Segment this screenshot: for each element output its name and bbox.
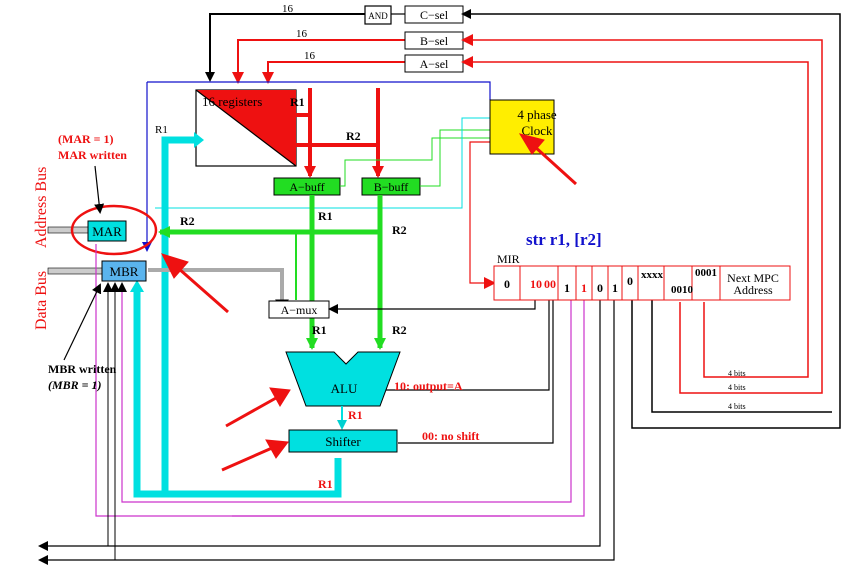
clock-box — [489, 99, 555, 155]
r2-alu-label: R2 — [392, 323, 407, 337]
mar-label: MAR — [92, 224, 122, 239]
writeback-bus — [133, 288, 342, 498]
r1-writeback-label: R1 — [318, 477, 333, 491]
r2-top-label: R2 — [346, 129, 361, 143]
blue-clock-wire — [147, 81, 491, 100]
mbr-written-line1: MBR written — [48, 362, 117, 376]
mir-label: MIR — [497, 252, 520, 266]
mir-field-1: 10 — [530, 277, 542, 291]
mir-field-5: 0 — [597, 281, 603, 295]
mir-mbr-ctl-wire — [117, 282, 572, 503]
mir-wr-wire — [38, 291, 615, 565]
b-width-label: 16 — [296, 28, 308, 40]
b-sel-wire — [232, 39, 405, 84]
alu-label: ALU — [331, 381, 358, 396]
mir-field-3: 1 — [564, 281, 570, 295]
mbr-writeback-arrowhead — [130, 280, 144, 292]
c-width-label: 16 — [282, 3, 294, 15]
bits-label-1: 4 bits — [728, 369, 746, 378]
mar-highlight — [70, 204, 158, 256]
next-mpc-line2: Address — [733, 283, 773, 297]
r1-top-label: R1 — [290, 95, 305, 109]
mir-rd-wire — [38, 291, 601, 551]
address-bus-line — [47, 226, 89, 234]
mir-to-nmpc-wire — [651, 291, 832, 413]
writeback-arrowhead — [194, 132, 204, 148]
mar-written-line2: MAR written — [58, 148, 127, 162]
a-sel-label: A−sel — [420, 57, 449, 71]
mir-field-2: 00 — [544, 277, 556, 291]
a-width-label: 16 — [304, 50, 316, 62]
mar-written-line1: (MAR = 1) — [58, 132, 114, 146]
clock-bbuff-wire — [420, 129, 490, 187]
mbr-amux-wire — [148, 268, 284, 300]
shifter — [288, 429, 398, 453]
mbr-written-line2: (MBR = 1) — [48, 378, 102, 392]
r2-mar-label: R2 — [180, 214, 195, 228]
mir-register — [493, 265, 791, 301]
clock-line1: 4 phase — [517, 107, 557, 122]
address-bus-label: Address Bus — [33, 167, 50, 248]
clock-mar-wire — [155, 117, 490, 209]
register-diagonal — [195, 89, 297, 167]
r1-regs-label: R1 — [155, 124, 168, 136]
data-bus-line — [47, 267, 103, 275]
mir-to-bsel-wire — [461, 34, 823, 394]
r2-mid-label: R2 — [392, 223, 407, 237]
a-mux-label: A−mux — [281, 303, 318, 317]
and-gate — [364, 5, 392, 25]
c-sel-wire — [205, 13, 365, 82]
r1-shift-label: R1 — [348, 408, 363, 422]
shifter-label: Shifter — [325, 434, 361, 449]
a-sel-wire — [262, 61, 405, 84]
mbr-label: MBR — [110, 264, 139, 279]
b-buff-label: B−buff — [374, 180, 409, 194]
mir-field-4: 1 — [581, 281, 587, 295]
mir-dividers — [519, 266, 721, 300]
mir-to-csel-wire — [461, 9, 841, 429]
clock-abuff-wire — [340, 137, 490, 187]
mir-field-8: xxxx — [641, 269, 664, 281]
pointer-arrows — [161, 133, 578, 472]
alu-ctl-wire — [386, 291, 550, 391]
r1-mid-label: R1 — [318, 209, 333, 223]
shift-ctl-label: 00: no shift — [422, 429, 479, 443]
bits-label-3: 4 bits — [728, 402, 746, 411]
a-buff-label: A−buff — [289, 180, 324, 194]
clock-mir-wire — [469, 141, 496, 289]
mir-to-asel-wire — [461, 56, 809, 378]
bits-label-2: 4 bits — [728, 383, 746, 392]
mbr-box — [101, 260, 147, 282]
mir-field-6: 1 — [612, 281, 618, 295]
data-bus-label: Data Bus — [33, 271, 50, 330]
r1-alu-label: R1 — [312, 323, 327, 337]
alu-ctl-label: 10: output=A — [394, 379, 463, 393]
b-sel-label: B−sel — [420, 34, 449, 48]
mir-field-0: 0 — [504, 277, 510, 291]
mar-written-arrow — [94, 165, 105, 214]
mbr-written-arrow — [63, 283, 102, 361]
and-gate-label: AND — [368, 11, 388, 21]
shift-ctl-wire — [398, 291, 554, 444]
clock-line2: Clock — [521, 123, 553, 138]
mir-field-9: 0010 — [671, 284, 694, 296]
mir-field-7: 0 — [627, 274, 633, 288]
instruction-title: str r1, [r2] — [526, 230, 602, 249]
mir-field-10: 0001 — [695, 267, 717, 279]
next-mpc-line1: Next MPC — [727, 271, 779, 285]
c-sel-label: C−sel — [420, 8, 449, 22]
mar-box — [87, 220, 127, 242]
register-file-label: 16 registers — [202, 94, 262, 109]
alu — [285, 351, 401, 407]
writeback-to-regs — [161, 136, 194, 494]
